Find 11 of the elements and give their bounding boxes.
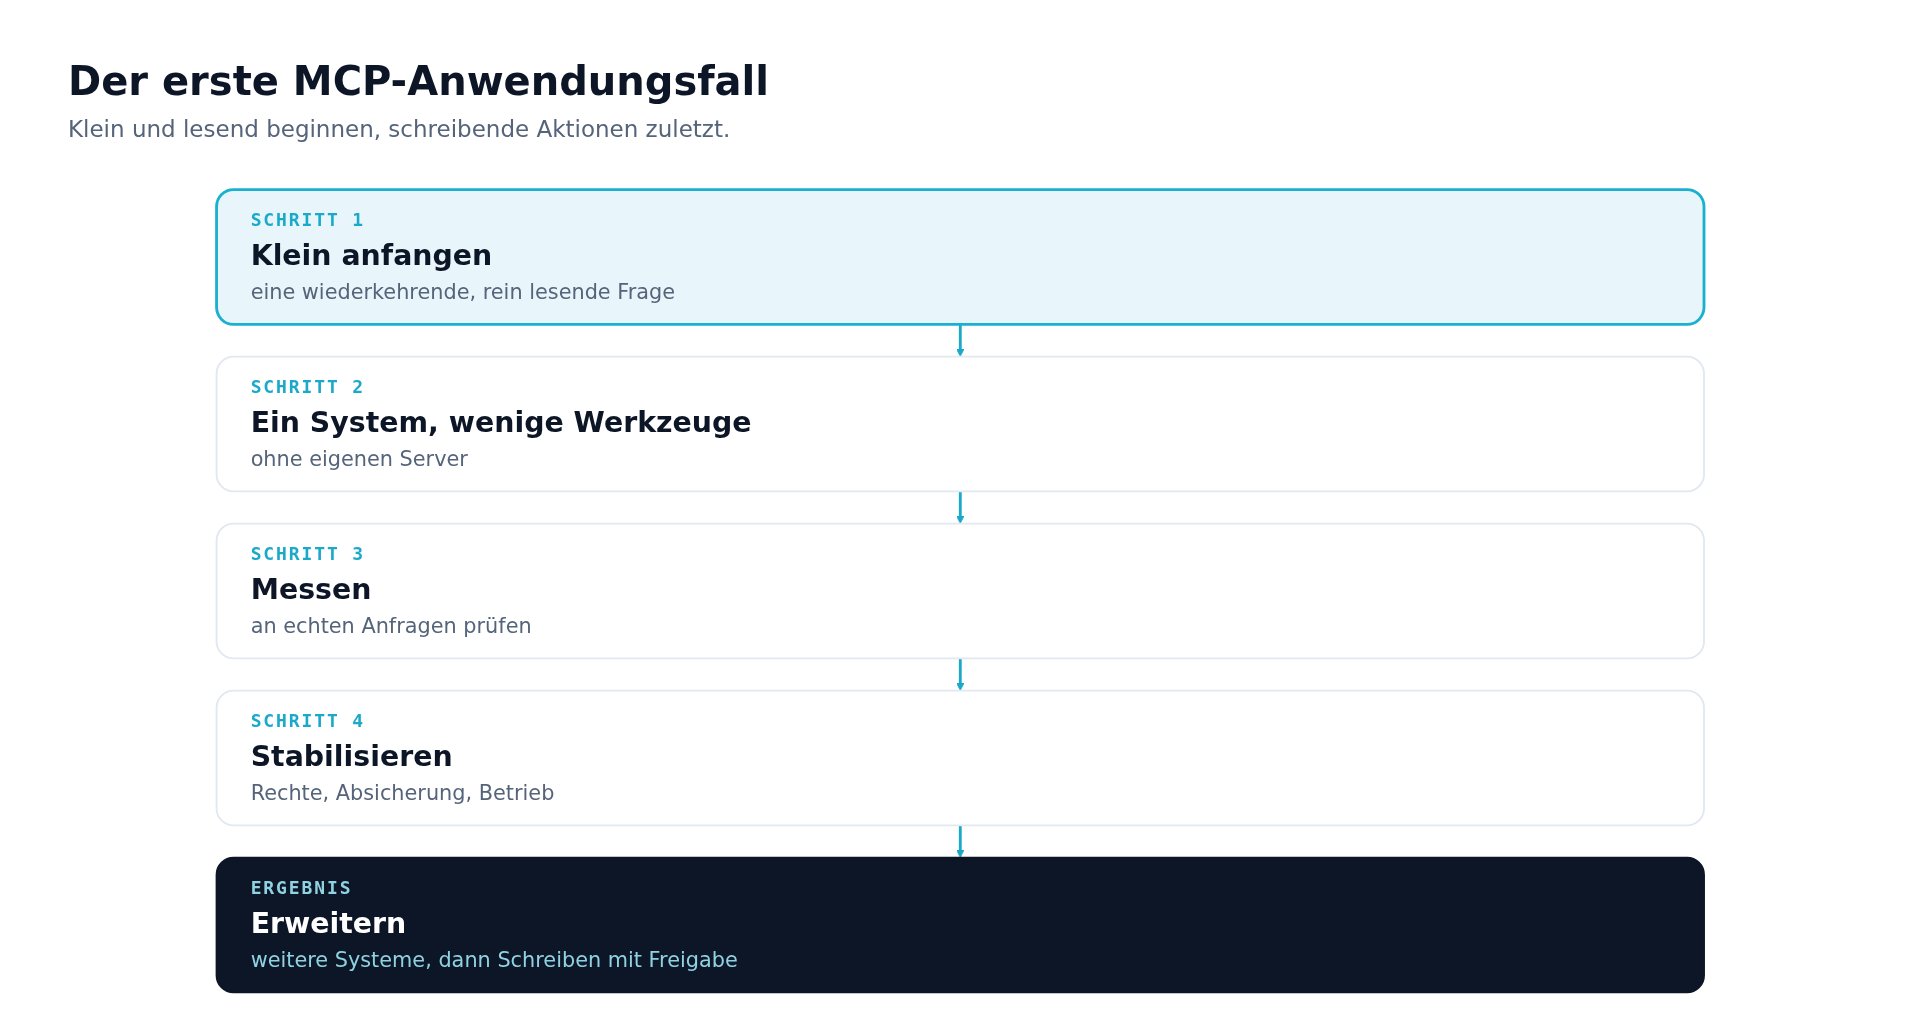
node-box: ERGEBNIS Erweitern weitere Systeme, dann Schreiben mit Freigabe [215,856,1705,994]
node-box: SCHRITT 3 Messen an echten Anfragen prüfen [215,522,1705,660]
node-box: SCHRITT 4 Stabilisieren Rechte, Absicherung, Betrieb [215,689,1705,827]
subtitle-text: Klein und lesend beginnen, schreibende Aktionen zuletzt. [68,116,731,142]
node-box: SCHRITT 1 Klein anfangen eine wiederkehrende, rein lesende Frage [214,188,1706,326]
arrow [955,324,965,357]
arrow [955,491,965,524]
node-box: SCHRITT 2 Ein System, wenige Werkzeuge ohne eigenen Server [215,355,1705,493]
diagram-title: Der erste MCP-Anwendungsfall [68,58,770,104]
arrow [955,658,965,691]
arrow [955,825,965,858]
